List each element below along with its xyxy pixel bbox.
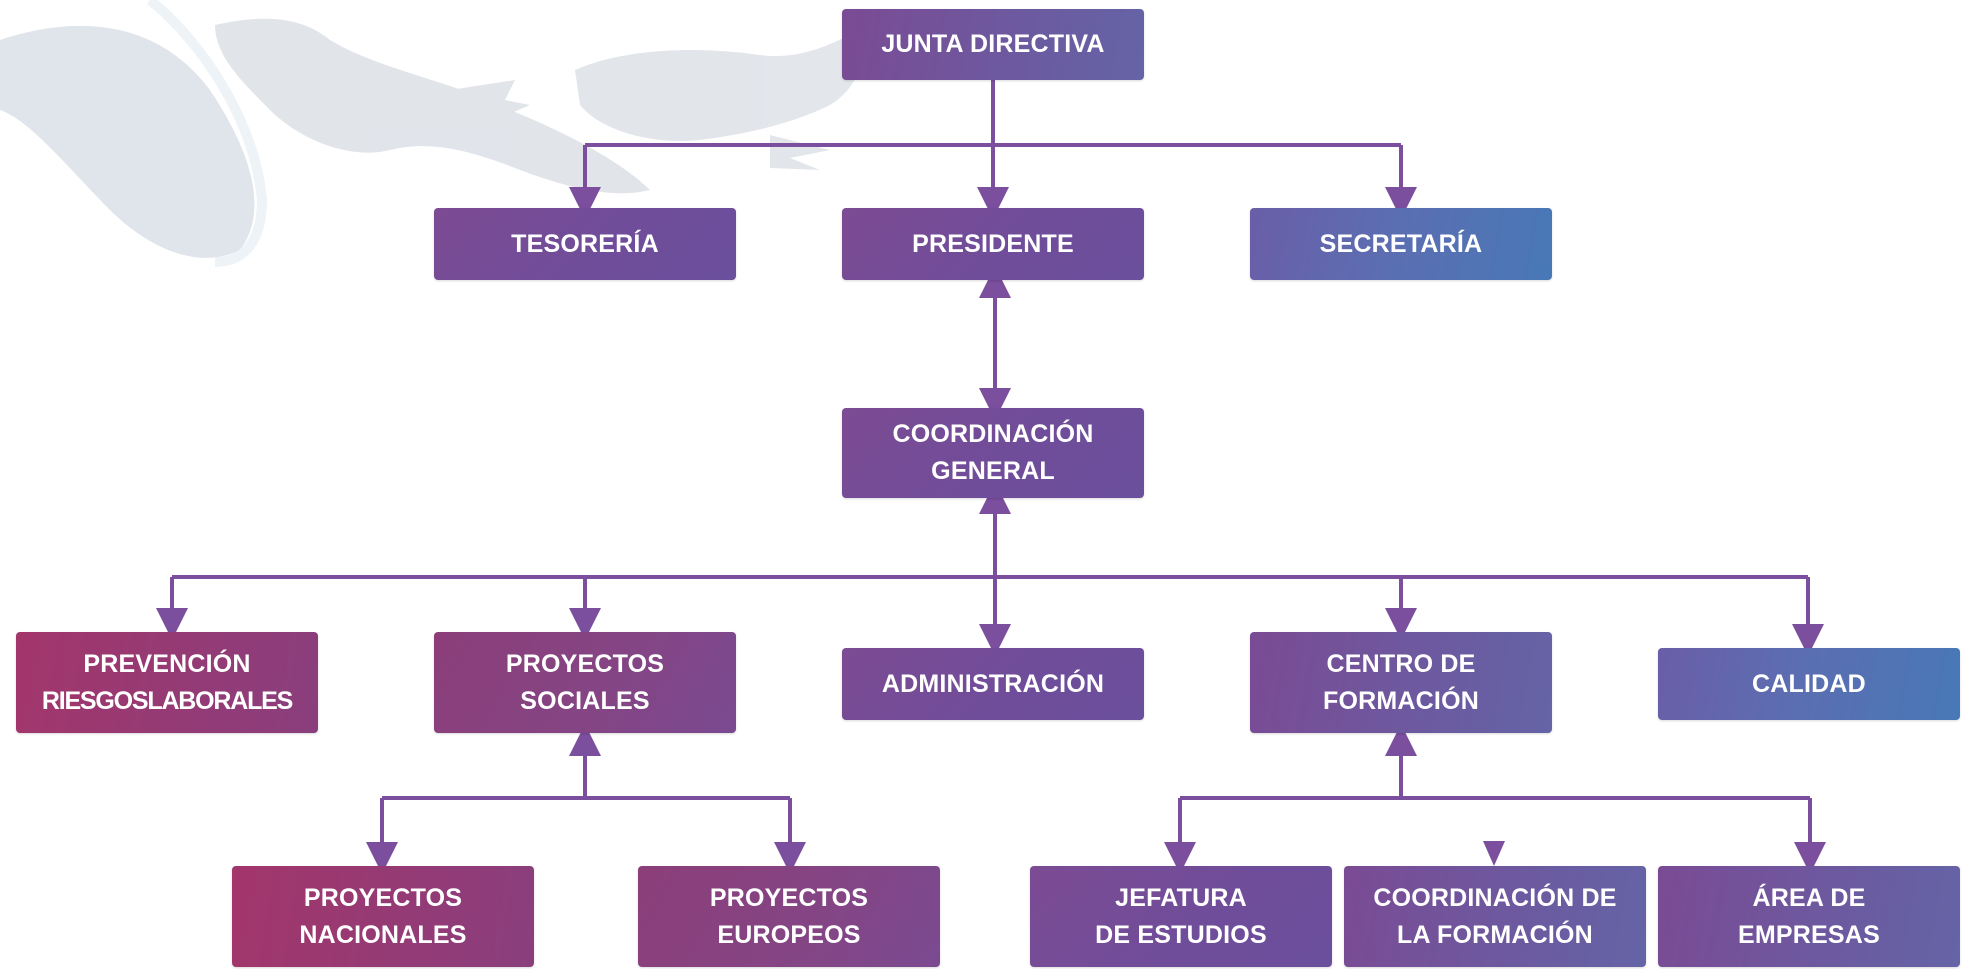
node-label-line: EMPRESAS bbox=[1738, 920, 1880, 949]
node-label-line: PRESIDENTE bbox=[912, 229, 1074, 258]
node-calidad[interactable]: CALIDAD bbox=[1658, 648, 1960, 720]
node-coordinacion-de-la-formacion[interactable]: COORDINACIÓN DE LA FORMACIÓN bbox=[1344, 866, 1646, 967]
fish-shape-middle bbox=[215, 18, 650, 194]
node-label-line: FORMACIÓN bbox=[1323, 686, 1479, 715]
node-label-line: GENERAL bbox=[931, 457, 1055, 485]
fish-shape-left bbox=[0, 25, 255, 258]
node-label-line: PROYECTOS bbox=[505, 649, 665, 678]
node-label-line: JUNTA DIRECTIVA bbox=[881, 30, 1105, 58]
node-label-line: ADMINISTRACIÓN bbox=[881, 669, 1105, 698]
node-label-line: COORDINACIÓN bbox=[892, 420, 1094, 448]
node-label-line: ÁREA DE bbox=[1752, 883, 1866, 912]
arrowhead-to-coordinacion-formacion bbox=[1483, 841, 1505, 866]
node-junta-directiva[interactable]: JUNTA DIRECTIVA bbox=[842, 9, 1144, 80]
node-label-line: NACIONALES bbox=[299, 920, 467, 949]
node-label-line: TESORERÍA bbox=[511, 229, 659, 258]
node-prevencion-riesgos-laborales[interactable]: PREVENCIÓN RIESGOSLABORALES bbox=[16, 632, 318, 733]
node-label-line: EUROPEOS bbox=[717, 920, 861, 949]
node-label-line: CENTRO DE bbox=[1326, 649, 1476, 678]
node-label-line: SOCIALES bbox=[520, 686, 650, 715]
node-label-line: DE ESTUDIOS bbox=[1095, 920, 1267, 949]
node-proyectos-nacionales[interactable]: PROYECTOS NACIONALES bbox=[232, 866, 534, 967]
node-label-line: COORDINACIÓN DE bbox=[1373, 883, 1617, 912]
node-label-line: CALIDAD bbox=[1752, 669, 1866, 698]
node-jefatura-de-estudios[interactable]: JEFATURA DE ESTUDIOS bbox=[1030, 866, 1332, 967]
node-label-line: RIESGOSLABORALES bbox=[41, 686, 293, 715]
node-label-line: JEFATURA bbox=[1115, 883, 1247, 912]
node-administracion[interactable]: ADMINISTRACIÓN bbox=[842, 648, 1144, 720]
node-label-line: LA FORMACIÓN bbox=[1397, 920, 1593, 949]
fish-shape-left-glow bbox=[146, 0, 268, 267]
node-proyectos-europeos[interactable]: PROYECTOS EUROPEOS bbox=[638, 866, 940, 967]
node-presidente[interactable]: PRESIDENTE bbox=[842, 208, 1144, 280]
node-label-line: PREVENCIÓN bbox=[83, 649, 251, 678]
node-label-line: PROYECTOS bbox=[709, 883, 869, 912]
node-secretaria[interactable]: SECRETARÍA bbox=[1250, 208, 1552, 280]
node-tesoreria[interactable]: TESORERÍA bbox=[434, 208, 736, 280]
node-label-line: PROYECTOS bbox=[303, 883, 463, 912]
node-centro-de-formacion[interactable]: CENTRO DE FORMACIÓN bbox=[1250, 632, 1552, 733]
fish-shape-right bbox=[575, 30, 864, 141]
node-area-de-empresas[interactable]: ÁREA DE EMPRESAS bbox=[1658, 866, 1960, 967]
fish-fin-middle bbox=[450, 80, 530, 118]
node-label-line: SECRETARÍA bbox=[1319, 229, 1483, 258]
node-proyectos-sociales[interactable]: PROYECTOS SOCIALES bbox=[434, 632, 736, 733]
node-coordinacion-general[interactable]: COORDINACIÓN GENERAL bbox=[842, 408, 1144, 498]
